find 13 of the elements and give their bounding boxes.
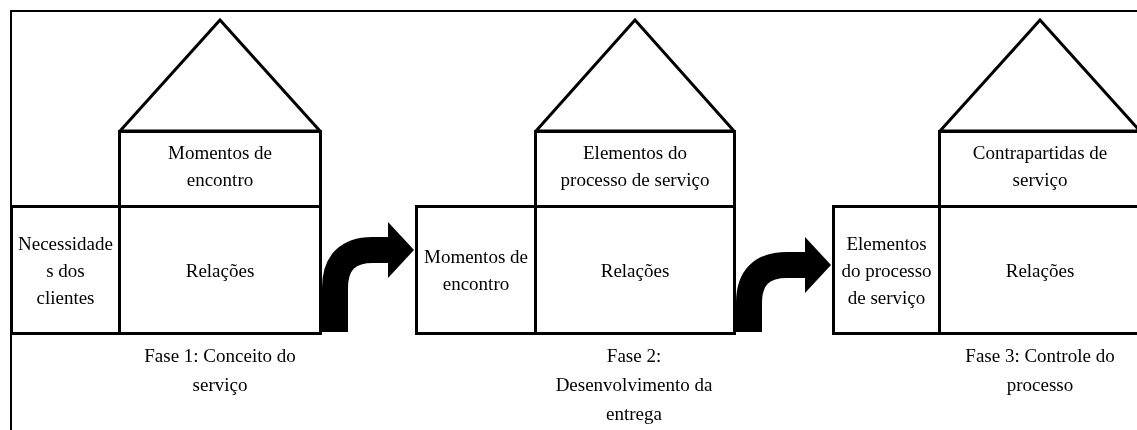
input-column-box: Elementos do processo de serviço: [832, 205, 941, 335]
phase-caption: Fase 2: Desenvolvimento da entrega: [554, 344, 714, 426]
input-column-box: Necessidades dos clientes: [10, 205, 121, 335]
phase-caption: Fase 1: Conceito do serviço: [143, 344, 297, 397]
header-box: Contrapartidas de serviço: [938, 130, 1137, 208]
curved-arrow: [736, 237, 831, 332]
header-box: Elementos do processo de serviço: [534, 130, 736, 208]
input-column-box: Momentos de encontro: [415, 205, 537, 335]
matrix-box: Relações: [534, 205, 736, 335]
header-box: Momentos de encontro: [118, 130, 322, 208]
curved-arrow: [322, 222, 414, 332]
phase-caption: Fase 3: Controle do processo: [964, 344, 1116, 397]
matrix-box: Relações: [118, 205, 322, 335]
